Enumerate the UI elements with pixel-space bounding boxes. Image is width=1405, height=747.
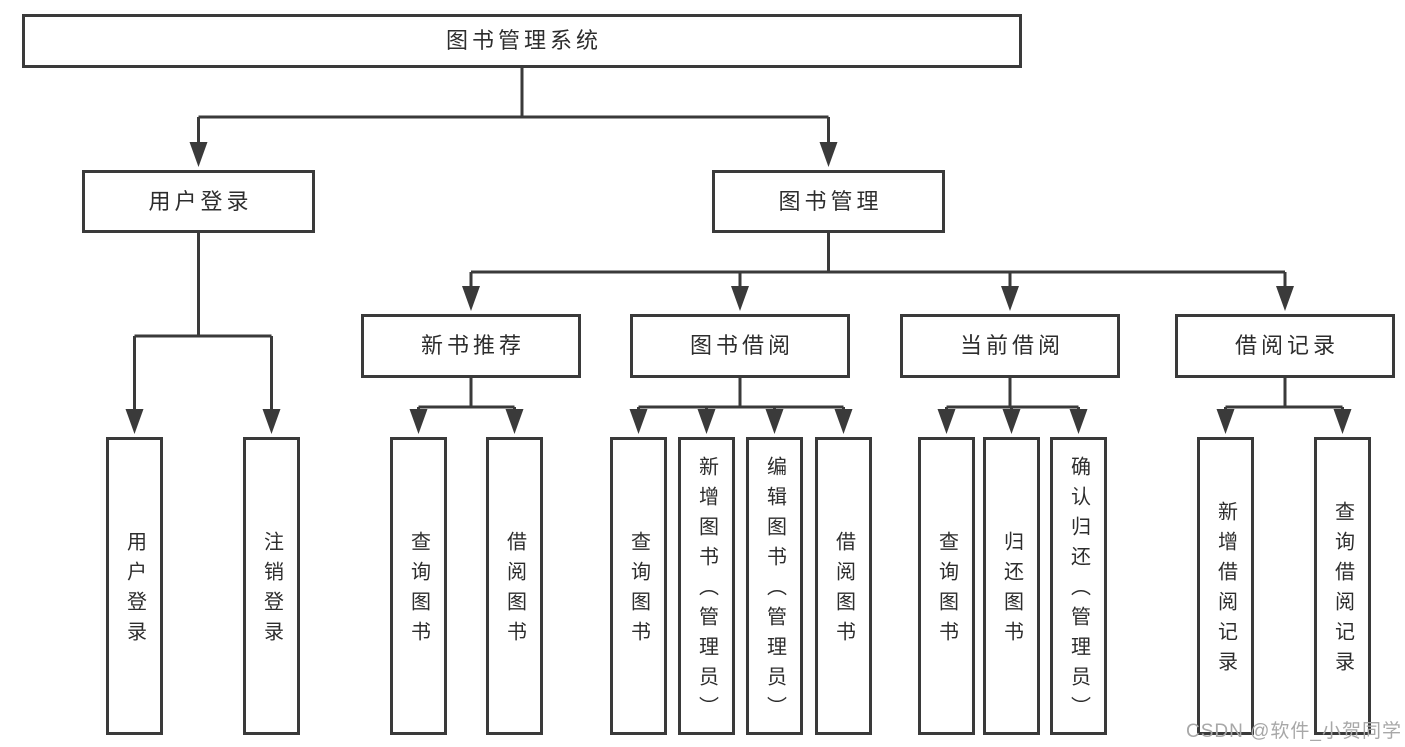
leaf-add-book-admin: 新增图书（管理员） [678,437,735,735]
node-library-management-system: 图书管理系统 [22,14,1022,68]
leaf-query-books-recommend: 查询图书 [390,437,447,735]
leaf-query-borrow-record: 查询借阅记录 [1314,437,1371,735]
leaf-add-borrow-record: 新增借阅记录 [1197,437,1254,735]
node-book-management: 图书管理 [712,170,945,233]
leaf-confirm-return-admin: 确认归还（管理员） [1050,437,1107,735]
watermark: CSDN @软件_小贺同学 [1186,721,1402,742]
leaf-logout: 注销登录 [243,437,300,735]
node-user-login: 用户登录 [82,170,315,233]
leaf-query-books-current: 查询图书 [918,437,975,735]
leaf-borrow-books-recommend: 借阅图书 [486,437,543,735]
node-current-borrow: 当前借阅 [900,314,1120,378]
leaf-edit-book-admin: 编辑图书（管理员） [746,437,803,735]
leaf-user-login: 用户登录 [106,437,163,735]
node-borrow-records: 借阅记录 [1175,314,1395,378]
leaf-return-books: 归还图书 [983,437,1040,735]
leaf-query-books-borrow: 查询图书 [610,437,667,735]
node-book-borrow: 图书借阅 [630,314,850,378]
node-new-book-recommend: 新书推荐 [361,314,581,378]
leaf-borrow-books: 借阅图书 [815,437,872,735]
